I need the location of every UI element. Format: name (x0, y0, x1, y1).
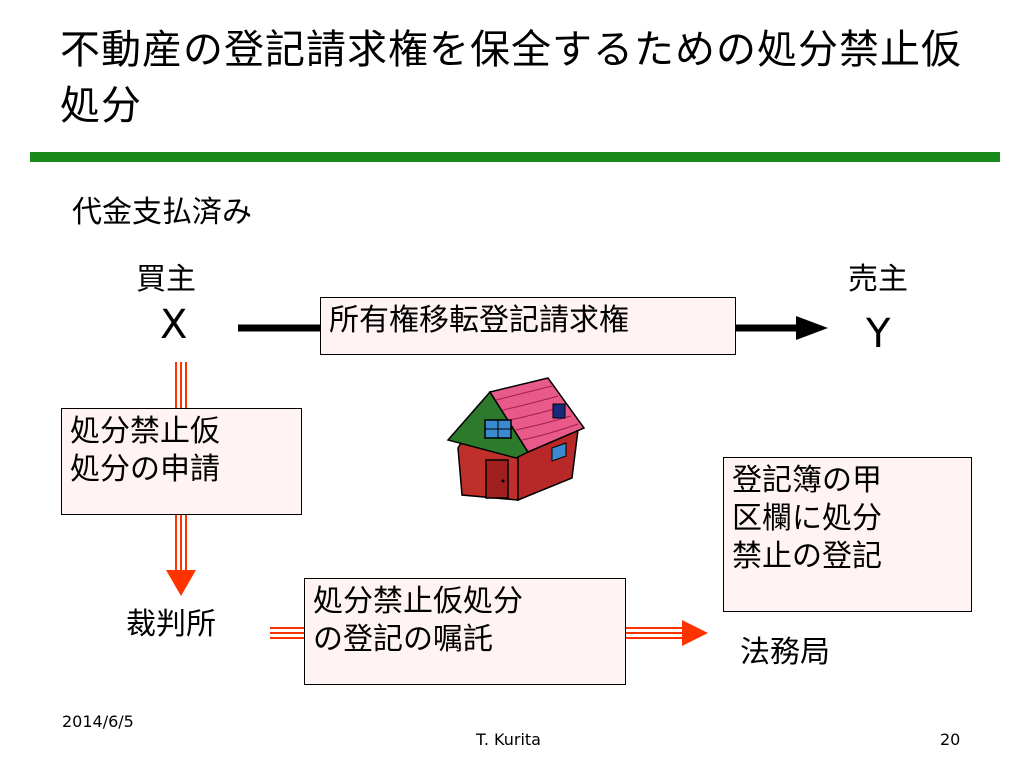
footer-author: T. Kurita (476, 730, 541, 749)
registry-line-3: 禁止の登記 (732, 539, 882, 574)
registry-box: 登記簿の甲 区欄に処分 禁止の登記 (723, 457, 972, 612)
claim-arrowhead (796, 316, 828, 340)
commission-line-1: 処分禁止仮処分 (313, 584, 523, 619)
court-label: 裁判所 (126, 607, 216, 642)
footer-date: 2014/6/5 (62, 712, 134, 731)
seller-role-label: 売主 (848, 262, 908, 297)
claim-text: 所有権移転登記請求権 (329, 303, 629, 338)
petition-box: 処分禁止仮 処分の申請 (61, 408, 302, 515)
buyer-to-petition-connector (175, 362, 187, 408)
footer-page-number: 20 (940, 730, 961, 749)
registry-line-1: 登記簿の甲 (732, 463, 882, 498)
legal-affairs-bureau-label: 法務局 (740, 635, 830, 670)
court-to-commission-connector (270, 627, 304, 639)
registry-line-2: 区欄に処分 (732, 501, 882, 536)
buyer-letter: X (160, 302, 188, 348)
commission-box: 処分禁止仮処分 の登記の嘱託 (304, 578, 626, 685)
title-divider (30, 152, 1000, 162)
commission-to-bureau-arrow (626, 620, 708, 646)
slide-title: 不動産の登記請求権を保全するための処分禁止仮処分 (60, 27, 962, 129)
payment-status-label: 代金支払済み (72, 195, 252, 230)
commission-line-2: の登記の嘱託 (313, 622, 493, 657)
seller-letter: Y (866, 311, 891, 357)
petition-line-1: 処分禁止仮 (70, 414, 220, 449)
buyer-role-label: 買主 (136, 262, 196, 297)
petition-line-2: 処分の申請 (70, 452, 220, 487)
house-icon (446, 377, 586, 502)
petition-to-court-arrow (166, 515, 196, 596)
claim-box: 所有権移転登記請求権 (320, 297, 736, 355)
